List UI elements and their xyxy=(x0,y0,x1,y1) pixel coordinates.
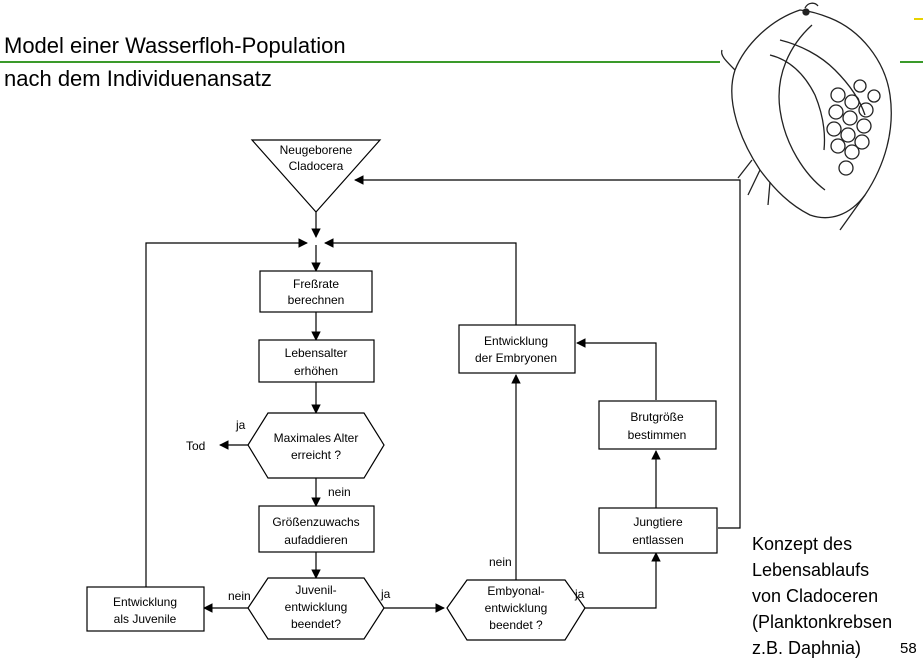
daphnia-illustration xyxy=(720,2,892,231)
embryo-done-yes: ja xyxy=(574,587,585,601)
max-age-label-1: Maximales Alter xyxy=(274,431,359,445)
box-brood-size xyxy=(598,400,717,450)
age-label-2: erhöhen xyxy=(294,364,338,378)
start-label-2: Cladocera xyxy=(289,159,344,173)
growth-label-1: Größenzuwachs xyxy=(272,515,359,529)
juvenile-done-yes: ja xyxy=(380,587,391,601)
start-label-1: Neugeborene xyxy=(280,143,353,157)
brood-label-1: Brutgröße xyxy=(630,410,684,424)
juvenile-done-label-3: beendet? xyxy=(291,617,341,631)
box-juvenile-development xyxy=(86,586,205,632)
title-rule-right xyxy=(900,61,923,63)
title-rule xyxy=(0,61,720,63)
max-age-yes: ja xyxy=(235,418,246,432)
page-number: 58 xyxy=(900,640,917,657)
juvenile-done-label-2: entwicklung xyxy=(285,600,348,614)
growth-label-2: aufaddieren xyxy=(284,533,347,547)
embryo-done-label-2: entwicklung xyxy=(485,601,548,615)
box-feeding-rate xyxy=(259,270,373,313)
caption-line-5: z.B. Daphnia) xyxy=(752,638,862,658)
box-increase-age xyxy=(258,339,375,383)
embryo-done-label-3: beendet ? xyxy=(489,618,543,632)
box-growth xyxy=(258,505,375,553)
max-age-label-2: erreicht ? xyxy=(291,448,341,462)
embryo-done-no: nein xyxy=(489,555,512,569)
caption-line-3: von Cladoceren xyxy=(752,586,879,606)
slide-caption: Konzept des Lebensablaufs von Cladoceren… xyxy=(752,531,892,661)
death-label: Tod xyxy=(186,439,205,453)
embryo-dev-label-2: der Embryonen xyxy=(475,351,557,365)
feeding-label-1: Freßrate xyxy=(293,277,339,291)
decision-embryo-done xyxy=(446,579,586,641)
juvenile-done-no: nein xyxy=(228,589,251,603)
caption-line-1: Konzept des xyxy=(752,534,853,554)
box-embryo-development xyxy=(458,324,576,374)
decision-juvenile-done xyxy=(247,577,385,640)
juvenile-done-label-1: Juvenil- xyxy=(295,583,336,597)
start-triangle xyxy=(250,139,382,213)
decision-max-age xyxy=(247,412,385,479)
max-age-no: nein xyxy=(328,485,351,499)
box-release-young xyxy=(598,507,718,554)
juvenile-label-1: Entwicklung xyxy=(113,595,177,609)
juvenile-label-2: als Juvenile xyxy=(114,612,177,626)
release-label-2: entlassen xyxy=(632,533,683,547)
feeding-label-2: berechnen xyxy=(288,293,345,307)
embryo-done-label-1: Embyonal- xyxy=(487,584,544,598)
slide-title-line2: nach dem Individuenansatz xyxy=(4,66,272,91)
accent-line xyxy=(914,18,923,20)
caption-line-4: (Planktonkrebsen xyxy=(752,612,893,632)
release-label-1: Jungtiere xyxy=(633,515,683,529)
embryo-dev-label-1: Entwicklung xyxy=(484,334,548,348)
connectors xyxy=(145,175,741,613)
caption-line-2: Lebensablaufs xyxy=(752,560,870,580)
slide-title-line1: Model einer Wasserfloh-Population xyxy=(4,33,346,58)
age-label-1: Lebensalter xyxy=(285,346,348,360)
brood-label-2: bestimmen xyxy=(628,428,687,442)
